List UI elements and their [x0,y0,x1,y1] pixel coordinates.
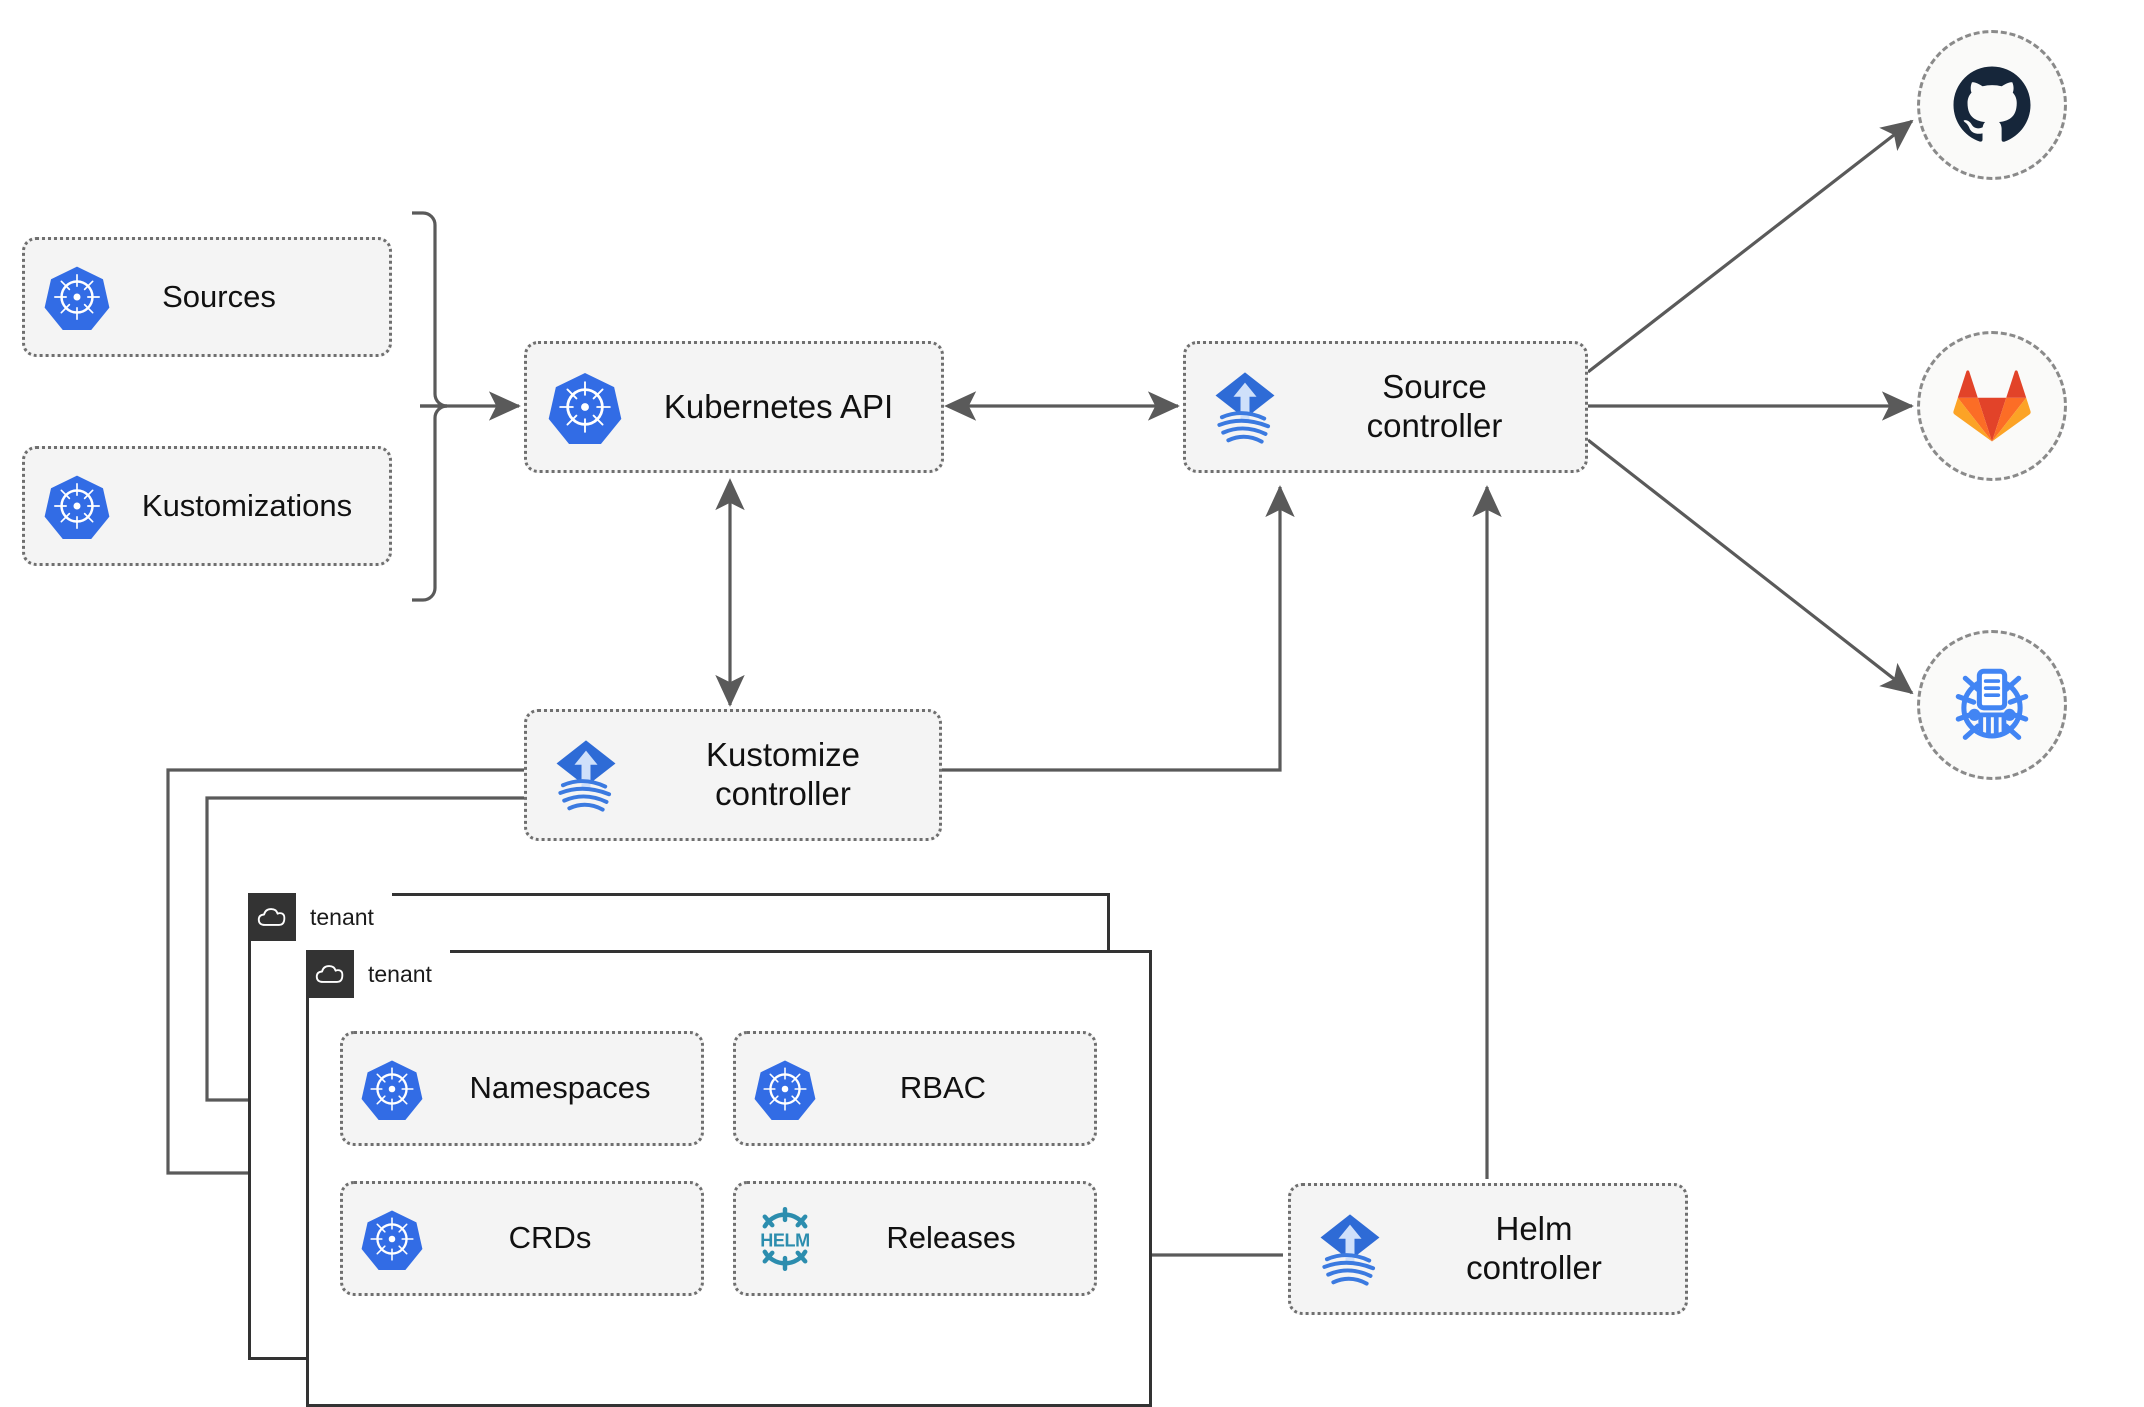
node-helm-controller[interactable]: Helm controller [1288,1183,1688,1315]
tenant-name: tenant [354,950,450,998]
node-label: RBAC [899,1070,987,1106]
tenant-group-inner[interactable]: tenant [306,950,1152,1407]
node-kustomizations[interactable]: Kustomizations [22,446,392,566]
kubernetes-icon [343,1058,441,1120]
helm-icon: HELM [736,1205,834,1273]
node-releases[interactable]: HELM Releases [733,1181,1097,1296]
connector-source-to-github [1587,119,1914,374]
kubernetes-icon [25,264,129,330]
node-kubernetes-api[interactable]: Kubernetes API [524,341,944,473]
kubernetes-icon [527,370,642,444]
chart-repository-icon [1955,668,2029,740]
endpoint-gitlab[interactable] [1917,331,2067,481]
node-label: Kustomizations [141,487,353,523]
node-rbac[interactable]: RBAC [733,1031,1097,1146]
node-label: CRDs [508,1220,592,1256]
endpoint-github[interactable] [1917,30,2067,180]
node-label: Helm controller [1466,1210,1602,1286]
flux-icon [1186,366,1304,448]
kubernetes-icon [25,473,129,539]
svg-text:HELM: HELM [760,1230,809,1250]
connector-kustomizations-bracket [412,404,448,602]
node-kustomize-controller[interactable]: Kustomize controller [524,709,942,841]
node-sources[interactable]: Sources [22,237,392,357]
node-label: Namespaces [469,1070,651,1106]
flux-icon [1291,1208,1409,1290]
node-label: Kustomize controller [705,736,861,812]
cloud-icon [306,950,354,998]
tenant-header: tenant [306,950,450,998]
node-label: Kubernetes API [663,387,894,425]
github-icon [1953,66,2031,142]
gitlab-icon [1953,370,2031,442]
kubernetes-icon [343,1208,441,1270]
tenant-name: tenant [296,893,392,941]
endpoint-helm-repository[interactable] [1917,630,2067,780]
tenant-header: tenant [248,893,392,941]
node-namespaces[interactable]: Namespaces [340,1031,704,1146]
node-label: Releases [886,1220,1016,1256]
node-label: Source controller [1366,368,1503,444]
flux-icon [527,734,645,816]
connector-sources-bracket [412,211,448,408]
connector-kustomize-to-source [941,485,1295,772]
node-crds[interactable]: CRDs [340,1181,704,1296]
kubernetes-icon [736,1058,834,1120]
cloud-icon [248,893,296,941]
connector-source-to-helm-repo [1587,438,1914,695]
node-source-controller[interactable]: Source controller [1183,341,1588,473]
node-label: Sources [162,278,276,314]
